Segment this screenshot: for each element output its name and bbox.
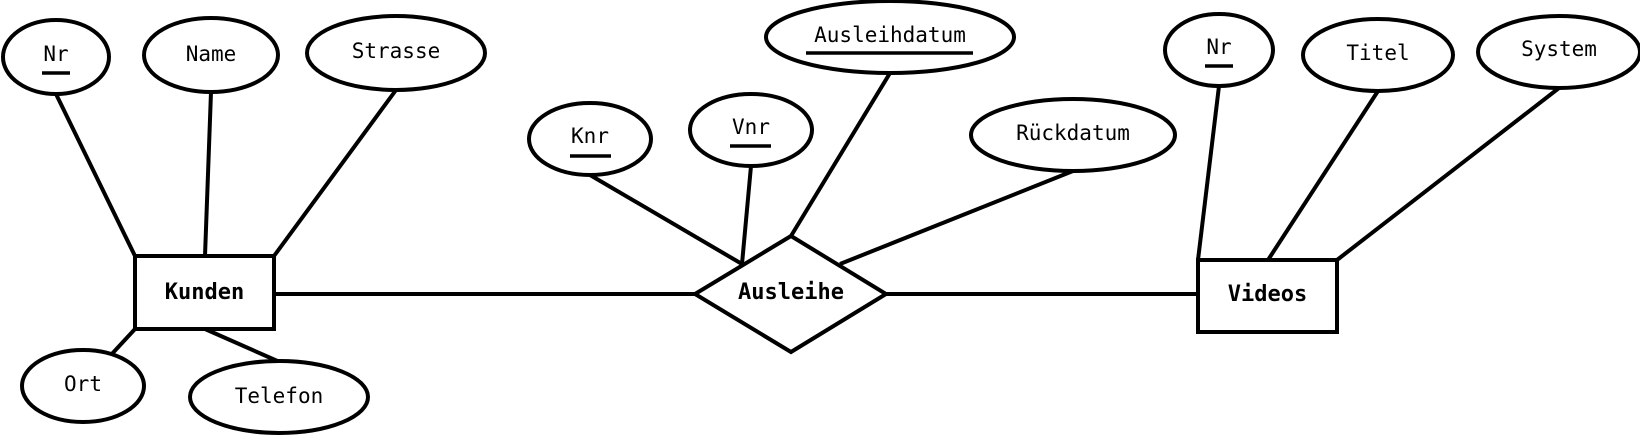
attr-kunden-strasse-ellipse (305, 14, 487, 92)
entity-kunden-box (133, 254, 276, 331)
entity-videos-label: Videos (1228, 282, 1307, 307)
attr-videos-nr-ellipse (1163, 12, 1275, 88)
edge-kunden-nr (54, 93, 137, 257)
edge-ausleihe-ausleihdatum (789, 71, 892, 238)
attr-kunden-strasse-label: Strasse (352, 39, 441, 63)
attr-ausleihe-ausleihdatum-label: Ausleihdatum (814, 23, 966, 47)
edge-videos-titel (1266, 89, 1380, 262)
attr-videos-titel-label: Titel (1346, 41, 1409, 65)
attr-kunden-telefon-ellipse (188, 359, 370, 435)
edge-kunden-name (203, 91, 213, 257)
edge-kunden-strasse (272, 88, 398, 258)
attr-videos-system-label: System (1521, 37, 1597, 61)
relationship-ausleihe-group: Ausleihe Knr Vnr Ausleihdatum Rückdatum (527, 0, 1177, 355)
attr-kunden-ort-ellipse (20, 348, 146, 424)
attr-ausleihe-vnr-label: Vnr (732, 115, 770, 139)
attr-videos-titel-ellipse (1301, 17, 1455, 93)
edge-ausleihe-knr (588, 173, 744, 266)
attr-kunden-telefon-label: Telefon (235, 384, 324, 408)
attr-kunden-ort-label: Ort (64, 372, 102, 396)
attr-kunden-nr-ellipse (1, 18, 111, 96)
attr-ausleihe-vnr-ellipse (688, 92, 814, 168)
attr-videos-system-ellipse (1476, 14, 1640, 90)
attr-ausleihe-rueckdatum-ellipse (969, 97, 1177, 173)
edge-ausleihe-vnr (740, 165, 753, 265)
entity-kunden-label: Kunden (165, 280, 244, 305)
attr-kunden-name-label: Name (186, 42, 237, 66)
relationship-ausleihe-diamond (691, 233, 890, 355)
attr-ausleihe-ausleihdatum-ellipse (764, 0, 1016, 75)
attr-ausleihe-knr-label: Knr (571, 124, 609, 148)
entity-kunden-group: Kunden Nr Name Strasse Ort Telefon (1, 14, 487, 435)
attr-ausleihe-knr-ellipse (527, 101, 653, 177)
attr-videos-nr-label: Nr (1206, 35, 1231, 59)
edge-kunden-telefon (204, 327, 283, 365)
attr-kunden-nr-label: Nr (43, 42, 68, 66)
edge-videos-system (1335, 86, 1561, 262)
attr-ausleihe-rueckdatum-label: Rückdatum (1016, 121, 1130, 145)
connectors (54, 71, 1561, 365)
entity-videos-group: Videos Nr Titel System (1163, 12, 1640, 334)
edge-videos-nr (1196, 85, 1221, 261)
edge-ausleihe-rueckdatum (839, 169, 1074, 266)
relationship-ausleihe-label: Ausleihe (738, 280, 844, 305)
entity-videos-box (1196, 258, 1339, 334)
edge-kunden-ort (108, 327, 137, 358)
attr-kunden-name-ellipse (142, 16, 280, 94)
